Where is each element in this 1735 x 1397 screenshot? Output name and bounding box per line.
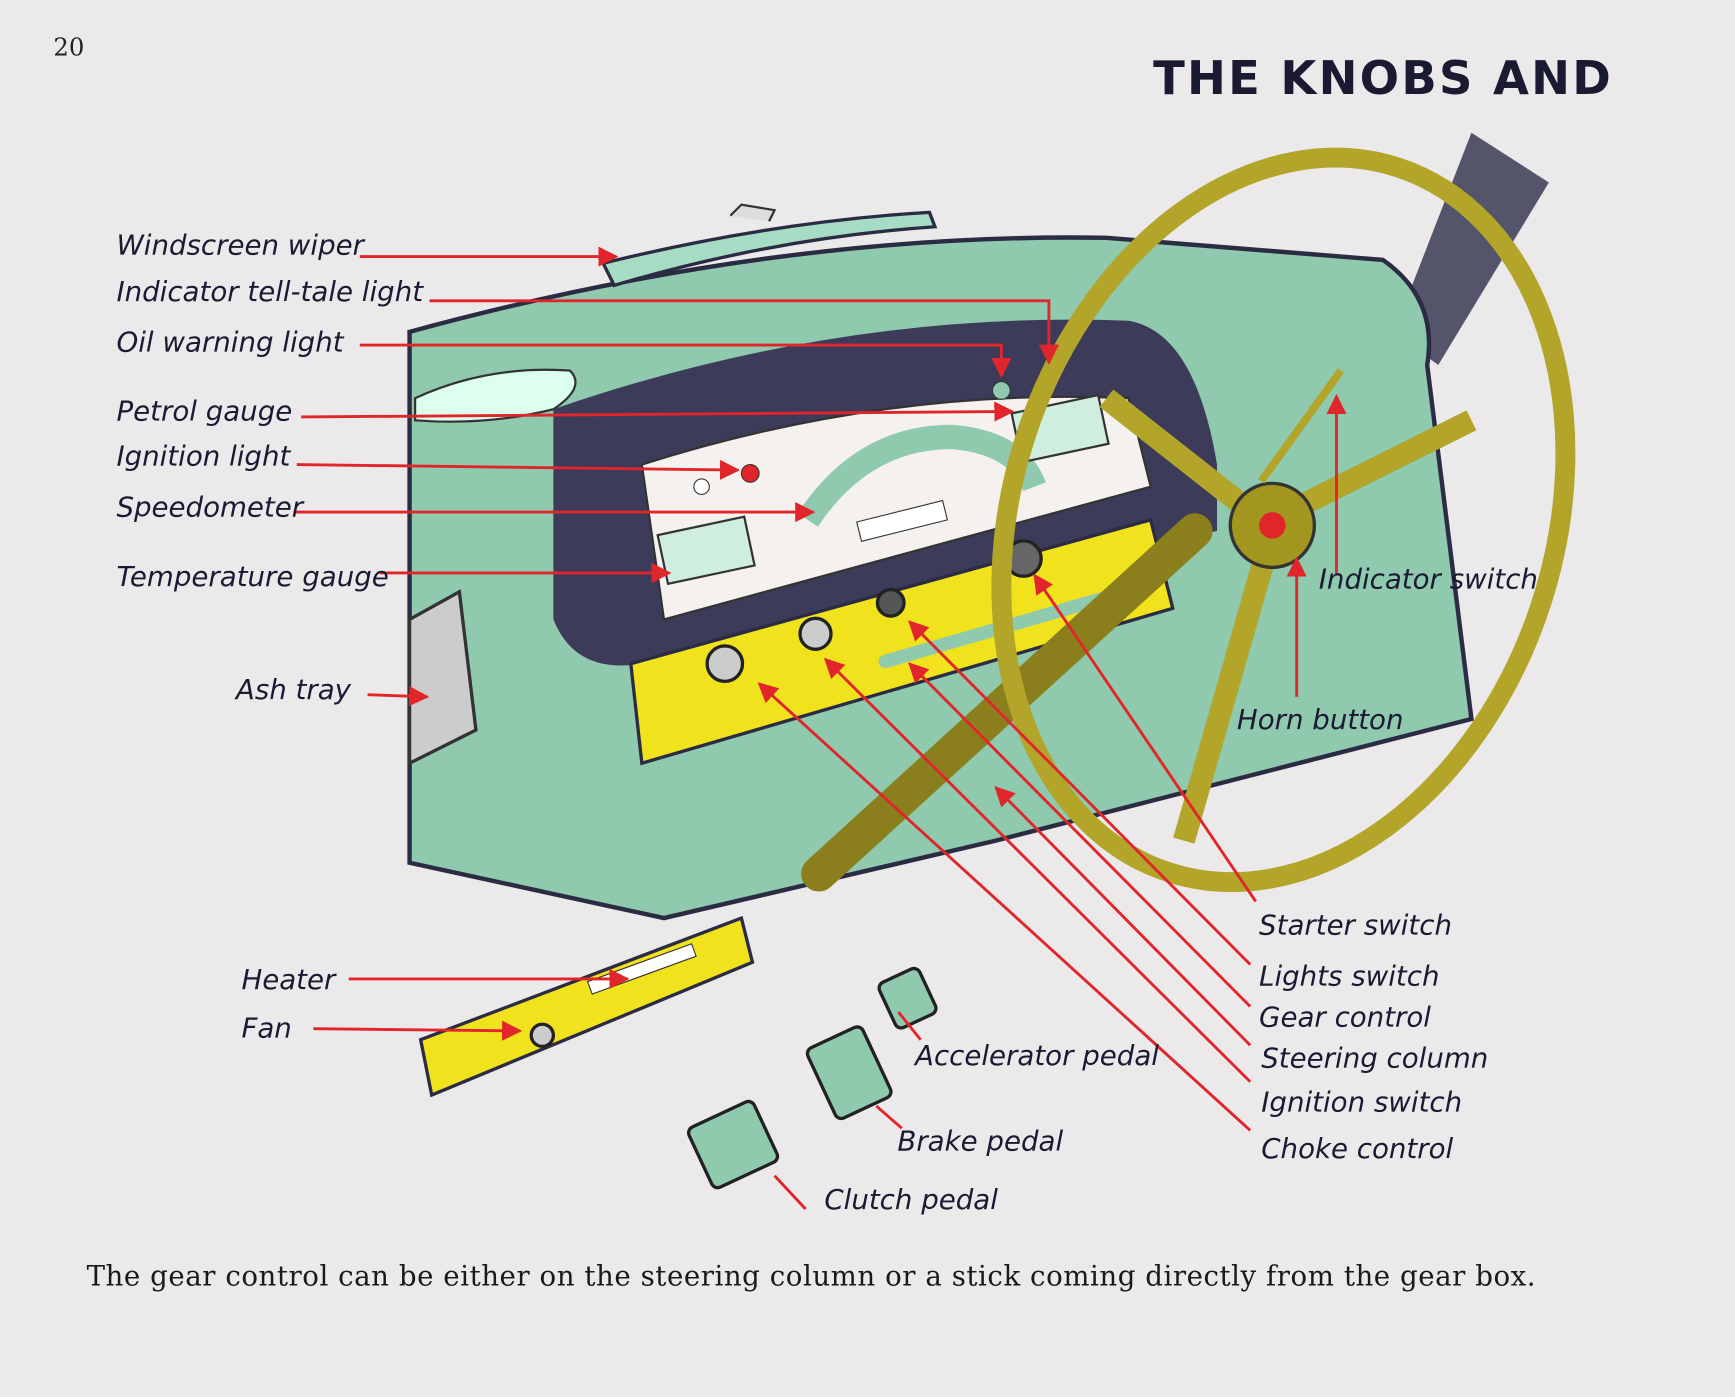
heater-panel	[418, 915, 755, 1098]
label-lights-switch: Lights switch	[1259, 960, 1439, 993]
label-horn-button: Horn button	[1237, 703, 1404, 736]
indicator-switch-stalk	[1258, 368, 1345, 484]
label-accelerator-pedal: Accelerator pedal	[913, 1039, 1159, 1072]
steering-wheel	[991, 147, 1576, 893]
fan-knob	[529, 1022, 556, 1049]
clutch-pedal-shape	[686, 1099, 780, 1190]
figure-caption: The gear control can be either on the st…	[87, 1259, 1536, 1292]
label-starter-switch: Starter switch	[1259, 909, 1452, 942]
ignition-switch-knob	[798, 616, 833, 651]
page-number: 20	[53, 32, 84, 61]
label-ash-tray: Ash tray	[234, 673, 352, 706]
label-speedometer: Speedometer	[116, 491, 304, 524]
oil-warning-light	[991, 381, 1011, 400]
temperature-gauge	[656, 515, 756, 586]
label-windscreen-wiper: Windscreen wiper	[116, 228, 365, 261]
label-fan: Fan	[241, 1012, 291, 1045]
label-gear-control: Gear control	[1259, 1000, 1431, 1033]
windscreen-wiper	[600, 210, 938, 288]
label-ignition-light: Ignition light	[116, 440, 291, 473]
brake-pedal-shape	[805, 1025, 893, 1121]
lights-switch-knob	[875, 587, 906, 618]
steering-column	[801, 513, 1213, 892]
label-clutch-pedal: Clutch pedal	[824, 1183, 998, 1216]
label-oil-warning-light: Oil warning light	[116, 326, 344, 359]
label-indicator-tell-tale-light: Indicator tell-tale light	[116, 275, 424, 308]
label-indicator-switch: Indicator switch	[1319, 562, 1538, 595]
label-steering-column: Steering column	[1261, 1041, 1488, 1074]
pointer-lines	[293, 246, 1347, 1210]
label-brake-pedal: Brake pedal	[897, 1124, 1063, 1157]
label-heater: Heater	[241, 963, 337, 996]
page-title: THE KNOBS AND	[1153, 51, 1613, 105]
accelerator-pedal-shape	[877, 966, 938, 1030]
ash-tray	[407, 589, 478, 766]
label-ignition-switch: Ignition switch	[1261, 1086, 1462, 1119]
windscreen-pillar	[1394, 132, 1549, 366]
label-temperature-gauge: Temperature gauge	[116, 560, 388, 593]
vent	[414, 368, 577, 423]
horn-button	[1259, 512, 1286, 539]
dashboard-illustration	[407, 132, 1576, 1190]
choke-knob	[705, 644, 745, 684]
label-petrol-gauge: Petrol gauge	[116, 394, 292, 427]
label-choke-control: Choke control	[1261, 1132, 1453, 1165]
ignition-light	[740, 464, 760, 483]
